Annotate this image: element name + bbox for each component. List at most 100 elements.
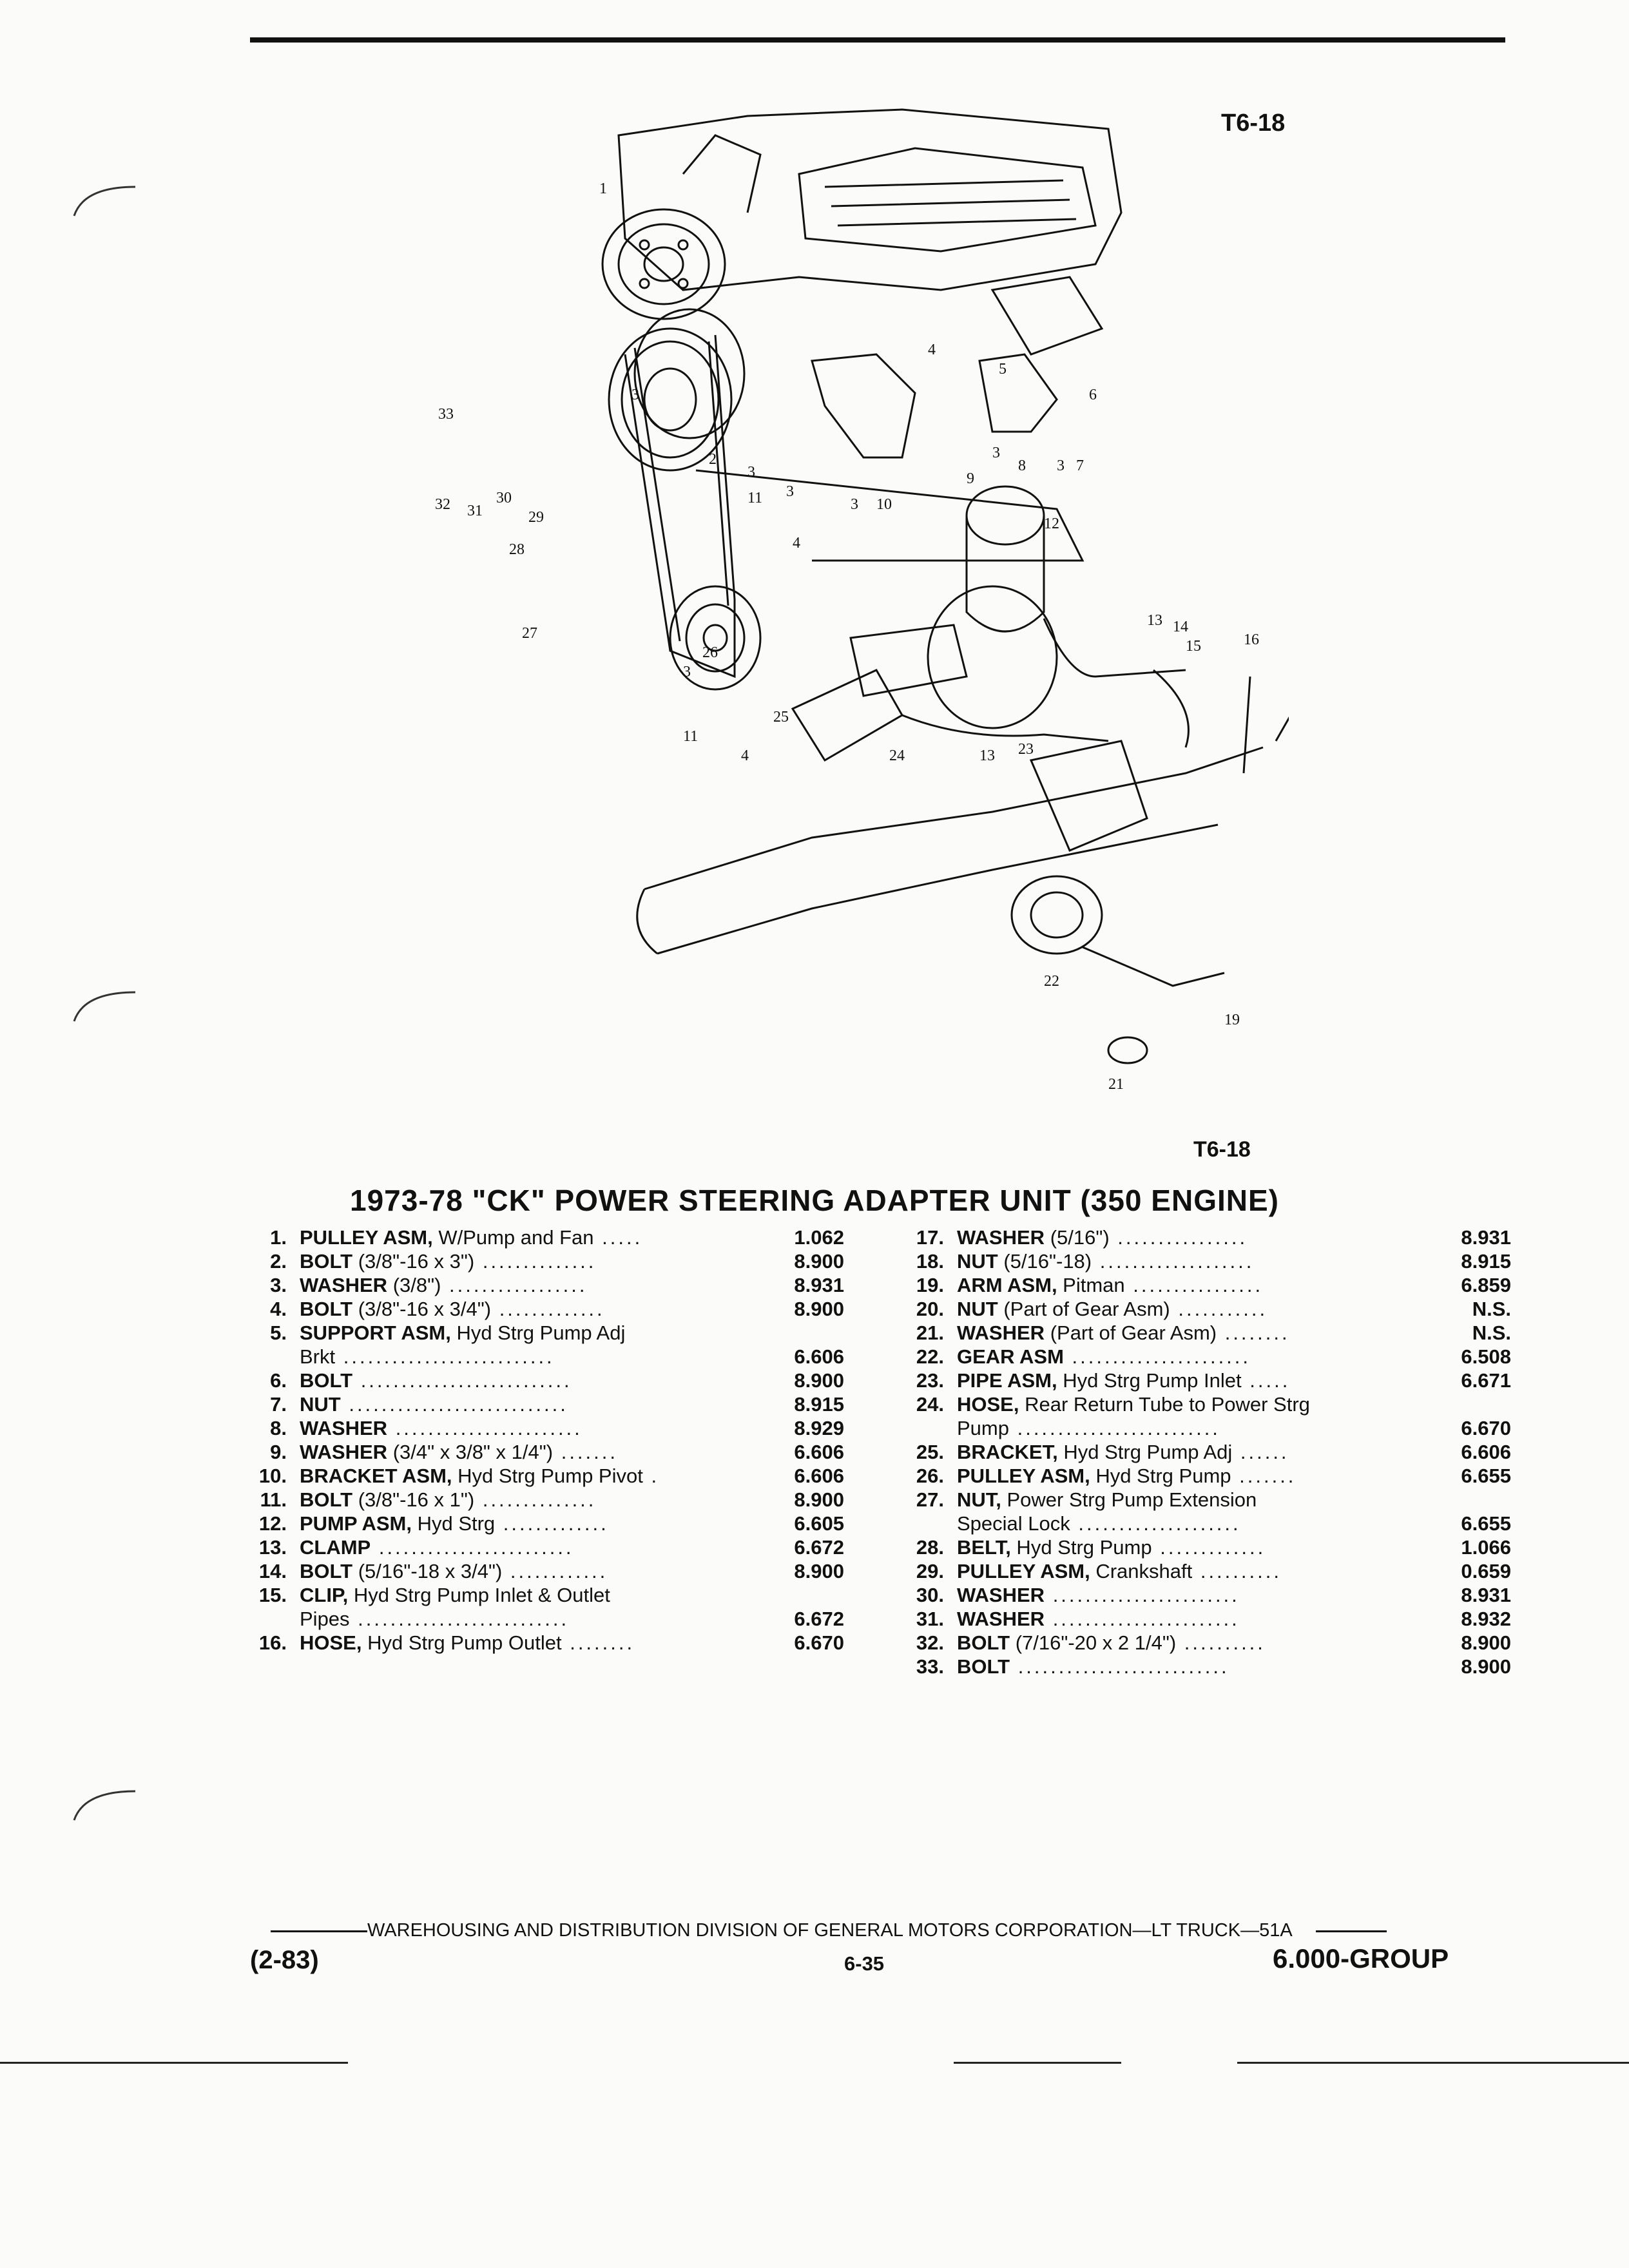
part-name: WASHER xyxy=(957,1584,1045,1606)
part-number: 24. xyxy=(916,1393,944,1416)
part-name: NUT xyxy=(300,1393,341,1416)
leader-dots: ................... xyxy=(1092,1250,1255,1273)
part-description: WASHER ....................... xyxy=(300,1416,583,1440)
part-name: HOSE, xyxy=(957,1393,1019,1416)
svg-text:2: 2 xyxy=(709,451,717,468)
part-description: Special Lock .................... xyxy=(957,1512,1241,1535)
scan-line xyxy=(1237,2062,1629,2064)
part-detail: Hyd Strg Pump xyxy=(1090,1465,1231,1487)
leader-dots: ............ xyxy=(502,1560,608,1582)
svg-text:4: 4 xyxy=(928,341,936,358)
top-rule xyxy=(250,37,1505,43)
parts-row: 8.WASHER .......................8.929 xyxy=(242,1416,844,1440)
part-detail: (5/16"-18 x 3/4") xyxy=(352,1560,503,1582)
part-detail: (3/8"-16 x 3/4") xyxy=(352,1298,492,1320)
part-description: SUPPORT ASM, Hyd Strg Pump Adj xyxy=(300,1321,625,1345)
part-number: 15. xyxy=(258,1584,287,1606)
part-name: SUPPORT ASM, xyxy=(300,1321,451,1344)
parts-row: 15. CLIP, Hyd Strg Pump Inlet & Outlet xyxy=(242,1583,844,1607)
part-name: CLAMP xyxy=(300,1536,371,1559)
svg-text:30: 30 xyxy=(496,490,512,506)
leader-dots: .............. xyxy=(474,1488,597,1511)
group-code: 8.931 xyxy=(1461,1226,1511,1249)
part-number: 30. xyxy=(916,1584,944,1606)
part-number: 9. xyxy=(270,1441,287,1463)
footer-page-number: 6-35 xyxy=(844,1952,885,1975)
leader-dots: ......................... xyxy=(1008,1417,1220,1439)
group-code: 6.670 xyxy=(794,1631,844,1654)
part-number: 33. xyxy=(916,1655,944,1678)
frame-and-gear xyxy=(636,740,1264,1064)
svg-text:10: 10 xyxy=(876,496,892,513)
leader-dots: .................... xyxy=(1070,1512,1241,1535)
part-description: Brkt .......................... xyxy=(300,1345,555,1369)
part-name: BOLT xyxy=(957,1631,1010,1654)
part-detail: (3/8"-16 x 3") xyxy=(352,1250,475,1273)
part-number: 23. xyxy=(916,1369,944,1392)
part-name: BRACKET, xyxy=(957,1441,1058,1463)
leader-dots: ........................ xyxy=(371,1536,574,1559)
part-description: HOSE, Hyd Strg Pump Outlet ........ xyxy=(300,1631,635,1655)
parts-row: Brkt ..........................6.606 xyxy=(242,1345,844,1369)
part-detail: Hyd Strg Pump Outlet xyxy=(361,1631,562,1654)
part-detail: Pipes xyxy=(300,1608,350,1630)
svg-text:13: 13 xyxy=(1147,612,1162,629)
parts-row: 21.WASHER (Part of Gear Asm) ........N.S… xyxy=(899,1321,1511,1345)
scan-line xyxy=(0,2062,348,2064)
leader-dots: ...................... xyxy=(1063,1345,1251,1368)
footer-division-text: WAREHOUSING AND DISTRIBUTION DIVISION OF… xyxy=(367,1920,1292,1941)
svg-text:3: 3 xyxy=(786,483,794,500)
part-name: PUMP ASM, xyxy=(300,1512,412,1535)
group-code: 6.655 xyxy=(1461,1512,1511,1535)
part-detail: (5/16") xyxy=(1045,1226,1110,1249)
parts-row: 12.PUMP ASM, Hyd Strg .............6.605 xyxy=(242,1512,844,1535)
part-detail: Brkt xyxy=(300,1345,336,1368)
group-code: 1.066 xyxy=(1461,1536,1511,1559)
part-name: WASHER xyxy=(300,1417,388,1439)
svg-text:15: 15 xyxy=(1186,638,1201,655)
part-description: BRACKET, Hyd Strg Pump Adj ...... xyxy=(957,1440,1289,1464)
group-code: 8.931 xyxy=(794,1274,844,1296)
part-name: NUT, xyxy=(957,1488,1001,1511)
part-description: WASHER ....................... xyxy=(957,1607,1240,1631)
parts-row: 17.WASHER (5/16") ................8.931 xyxy=(899,1225,1511,1249)
svg-text:25: 25 xyxy=(773,709,789,726)
part-name: WASHER xyxy=(957,1608,1045,1630)
group-code: 0.659 xyxy=(1461,1560,1511,1582)
group-code: 8.900 xyxy=(1461,1655,1511,1678)
part-name: BOLT xyxy=(300,1560,353,1582)
part-name: WASHER xyxy=(300,1274,388,1296)
group-code: 8.900 xyxy=(1461,1631,1511,1654)
part-name: BELT, xyxy=(957,1536,1011,1559)
svg-text:19: 19 xyxy=(1224,1012,1240,1028)
part-name: ARM ASM, xyxy=(957,1274,1057,1296)
part-description: NUT (Part of Gear Asm) ........... xyxy=(957,1297,1268,1321)
parts-row: 25.BRACKET, Hyd Strg Pump Adj ......6.60… xyxy=(899,1440,1511,1464)
parts-row: 14.BOLT (5/16"-18 x 3/4") ............8.… xyxy=(242,1559,844,1583)
part-detail: Hyd Strg Pump Inlet xyxy=(1057,1369,1242,1392)
part-name: WASHER xyxy=(957,1226,1045,1249)
svg-text:12: 12 xyxy=(1044,515,1059,532)
footer-dash xyxy=(1316,1930,1387,1932)
part-detail: Hyd Strg Pump xyxy=(1010,1536,1152,1559)
parts-row: 22.GEAR ASM ......................6.508 xyxy=(899,1345,1511,1369)
part-description: Pipes .......................... xyxy=(300,1607,569,1631)
svg-text:1: 1 xyxy=(599,180,607,197)
group-code: 6.655 xyxy=(1461,1465,1511,1487)
part-description: CLIP, Hyd Strg Pump Inlet & Outlet xyxy=(300,1583,610,1607)
part-number: 32. xyxy=(916,1631,944,1654)
part-detail: Pitman xyxy=(1057,1274,1125,1296)
part-number: 7. xyxy=(270,1393,287,1416)
group-code: N.S. xyxy=(1472,1298,1511,1320)
part-description: BOLT .......................... xyxy=(300,1369,572,1392)
parts-row: 29.PULLEY ASM, Crankshaft ..........0.65… xyxy=(899,1559,1511,1583)
part-name: NUT xyxy=(957,1298,998,1320)
part-name: WASHER xyxy=(300,1441,388,1463)
part-number: 11. xyxy=(260,1488,287,1511)
part-description: NUT, Power Strg Pump Extension xyxy=(957,1488,1257,1512)
part-description: Pump ......................... xyxy=(957,1416,1220,1440)
part-number: 27. xyxy=(916,1488,944,1511)
part-description: BRACKET ASM, Hyd Strg Pump Pivot . xyxy=(300,1464,659,1488)
svg-text:3: 3 xyxy=(1057,457,1065,474)
